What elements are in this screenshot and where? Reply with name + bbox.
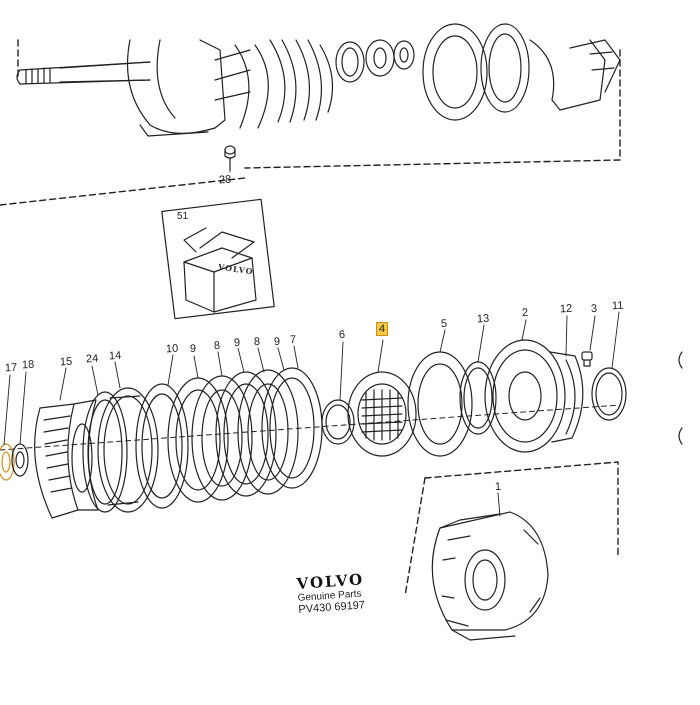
callout-9-a: 9 [189,342,197,356]
callout-9-b: 9 [233,336,241,350]
callout-51: 51 [177,211,189,222]
callout-15: 15 [59,355,73,369]
housing-boundary [404,461,619,597]
drum-housing-2 [484,339,584,453]
clutch-drum-14 [97,387,159,513]
snap-ring-6 [321,399,355,445]
snap-ring-24 [82,391,128,513]
brand-block: VOLVO Genuine Parts PV430 69197 [296,570,366,616]
clutch-drum-top [126,39,269,137]
callout-3: 3 [590,302,598,316]
o-ring-11 [591,367,627,421]
callout-11: 11 [611,299,624,313]
callout-14: 14 [108,349,122,363]
clutch-pack-top [269,39,415,123]
callout-4-highlighted: 4 [376,322,389,336]
plug-28 [224,145,236,171]
callout-12: 12 [559,302,573,316]
callout-24: 24 [85,352,99,366]
leader-lines [3,169,620,517]
upper-assembly-boundary [0,39,621,206]
callout-6: 6 [338,328,346,342]
plug-3 [581,351,593,367]
planetary-housing-1 [431,511,549,641]
callout-8-b: 8 [253,335,261,349]
callout-8-a: 8 [213,339,221,353]
callout-28: 28 [218,173,232,187]
thrust-washer-17 [0,443,15,481]
callout-9-c: 9 [273,335,281,349]
kit-box-51 [161,198,275,320]
callout-2: 2 [521,306,529,320]
callout-7: 7 [289,333,297,347]
piston-top [422,23,621,121]
return-spring-assembly-4 [347,371,417,457]
callout-17: 17 [4,361,18,375]
assembly-axis [0,404,621,451]
piston-5 [407,351,473,457]
splined-hub-15 [34,399,99,519]
callout-1: 1 [494,480,502,494]
callout-13: 13 [476,312,490,326]
seal-13 [459,361,497,435]
input-shaft [16,61,151,85]
callout-5: 5 [440,317,448,331]
callout-18: 18 [21,358,35,372]
callout-10: 10 [165,342,179,356]
pressure-plate-10 [135,383,189,509]
edge-marks [678,351,683,445]
